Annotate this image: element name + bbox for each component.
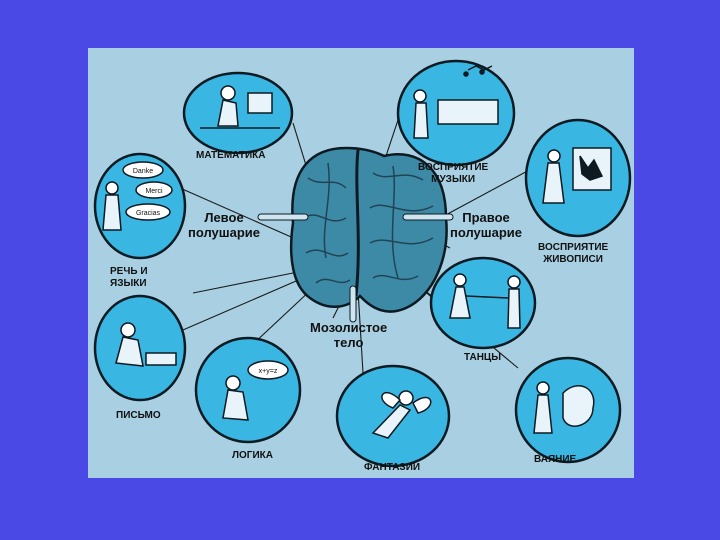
logic-formula: x+y=z xyxy=(259,368,278,375)
label-music-line2: МУЗЫКИ xyxy=(431,174,476,185)
speech-word-1: Danke xyxy=(133,168,153,175)
label-mathematics: МАТЕМАТИКА xyxy=(196,150,266,161)
figure-mathematics xyxy=(200,85,280,129)
figure-painting xyxy=(542,147,612,204)
label-speech-line2: ЯЗЫКИ xyxy=(110,278,147,289)
figures xyxy=(102,65,612,439)
label-logic: ЛОГИКА xyxy=(232,450,273,461)
label-dance: ТАНЦЫ xyxy=(464,352,502,363)
figure-music xyxy=(413,65,499,139)
line-writing xyxy=(175,277,304,334)
label-speech-line1: РЕЧЬ И xyxy=(110,266,148,277)
label-sculpture: ВАЯНИЕ xyxy=(534,454,577,465)
label-music: ВОСПРИЯТИЕ МУЗЫКИ xyxy=(418,162,488,186)
label-writing: ПИСЬМО xyxy=(116,410,161,421)
bubble-mathematics xyxy=(182,71,294,155)
label-corpus-callosum: Мозолистое тело xyxy=(310,320,387,350)
figure-fantasy xyxy=(371,390,432,439)
brain-fissure xyxy=(354,149,360,297)
right-pointer xyxy=(402,213,454,221)
line-left-hemisphere xyxy=(192,272,294,294)
label-music-line1: ВОСПРИЯТИЕ xyxy=(418,162,489,173)
figure-dance xyxy=(449,273,521,329)
label-corpus-line2: тело xyxy=(333,335,364,350)
label-right-hemisphere: Правое полушарие xyxy=(450,210,522,240)
diagram-svg: Danke Merci Gracias x+y=z xyxy=(93,59,632,468)
label-painting: ВОСПРИЯТИЕ ЖИВОПИСИ xyxy=(538,242,608,266)
brain-outline xyxy=(289,146,448,313)
label-left-line1: Левое xyxy=(204,210,244,225)
speech-word-2: Merci xyxy=(145,188,163,195)
label-speech: РЕЧЬ И ЯЗЫКИ xyxy=(110,266,148,290)
label-fantasy: ФАНТАЗИИ xyxy=(364,462,421,473)
label-right-line1: Правое xyxy=(462,210,510,225)
label-painting-line2: ЖИВОПИСИ xyxy=(543,254,603,265)
diagram-panel: Danke Merci Gracias x+y=z МАТЕМАТИКА ВОС… xyxy=(88,48,634,478)
figure-writing xyxy=(115,322,177,367)
label-corpus-line1: Мозолистое xyxy=(310,320,388,335)
speech-word-3: Gracias xyxy=(136,210,161,217)
left-pointer xyxy=(257,213,309,221)
figure-logic xyxy=(222,360,289,421)
figure-sculpture xyxy=(533,381,595,434)
corpus-pointer xyxy=(349,285,357,323)
line-fantasy xyxy=(357,289,364,374)
label-left-line2: полушарие xyxy=(188,225,261,240)
label-painting-line1: ВОСПРИЯТИЕ xyxy=(538,242,609,253)
bubble-logic xyxy=(194,336,302,444)
brain-folds xyxy=(302,162,434,284)
brain xyxy=(289,146,448,313)
label-left-hemisphere: Левое полушарие xyxy=(188,210,260,240)
label-right-line2: полушарие xyxy=(450,225,523,240)
figure-speech xyxy=(102,161,173,231)
line-speech xyxy=(179,187,299,241)
